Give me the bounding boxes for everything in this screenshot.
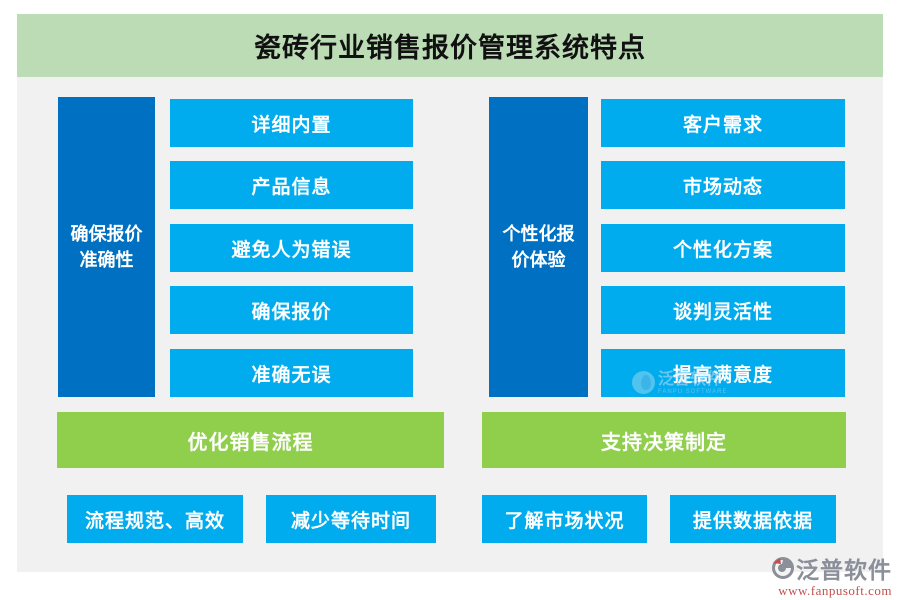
title-band: 瓷砖行业销售报价管理系统特点 [17,14,883,77]
left-column-header-label: 确保报价准确性 [70,223,143,270]
fanpu-logo-icon [771,556,795,580]
right-column-header: 个性化报价体验 [489,97,588,397]
feature-bar: 产品信息 [170,161,413,209]
footer-block: 提供数据依据 [670,495,836,543]
footer-block: 了解市场状况 [482,495,647,543]
feature-bar: 客户需求 [601,99,845,147]
left-column-header: 确保报价准确性 [58,97,155,397]
summary-bar-left: 优化销售流程 [57,412,444,468]
brand-url: www.fanpusoft.com [778,583,892,598]
brand-logo: 泛普软件 www.fanpusoft.com [760,551,892,598]
feature-bar: 谈判灵活性 [601,286,845,334]
footer-block: 减少等待时间 [266,495,436,543]
right-column-header-label: 个性化报价体验 [502,223,575,270]
feature-bar: 确保报价 [170,286,413,334]
feature-bar: 详细内置 [170,99,413,147]
summary-bar-right: 支持决策制定 [482,412,846,468]
footer-block: 流程规范、高效 [67,495,243,543]
feature-bar: 避免人为错误 [170,224,413,272]
feature-bar: 个性化方案 [601,224,845,272]
feature-bar: 提高满意度 [601,349,845,397]
feature-bar: 市场动态 [601,161,845,209]
page-title: 瓷砖行业销售报价管理系统特点 [254,33,646,63]
feature-bar: 准确无误 [170,349,413,397]
brand-name: 泛普软件 [796,557,892,583]
